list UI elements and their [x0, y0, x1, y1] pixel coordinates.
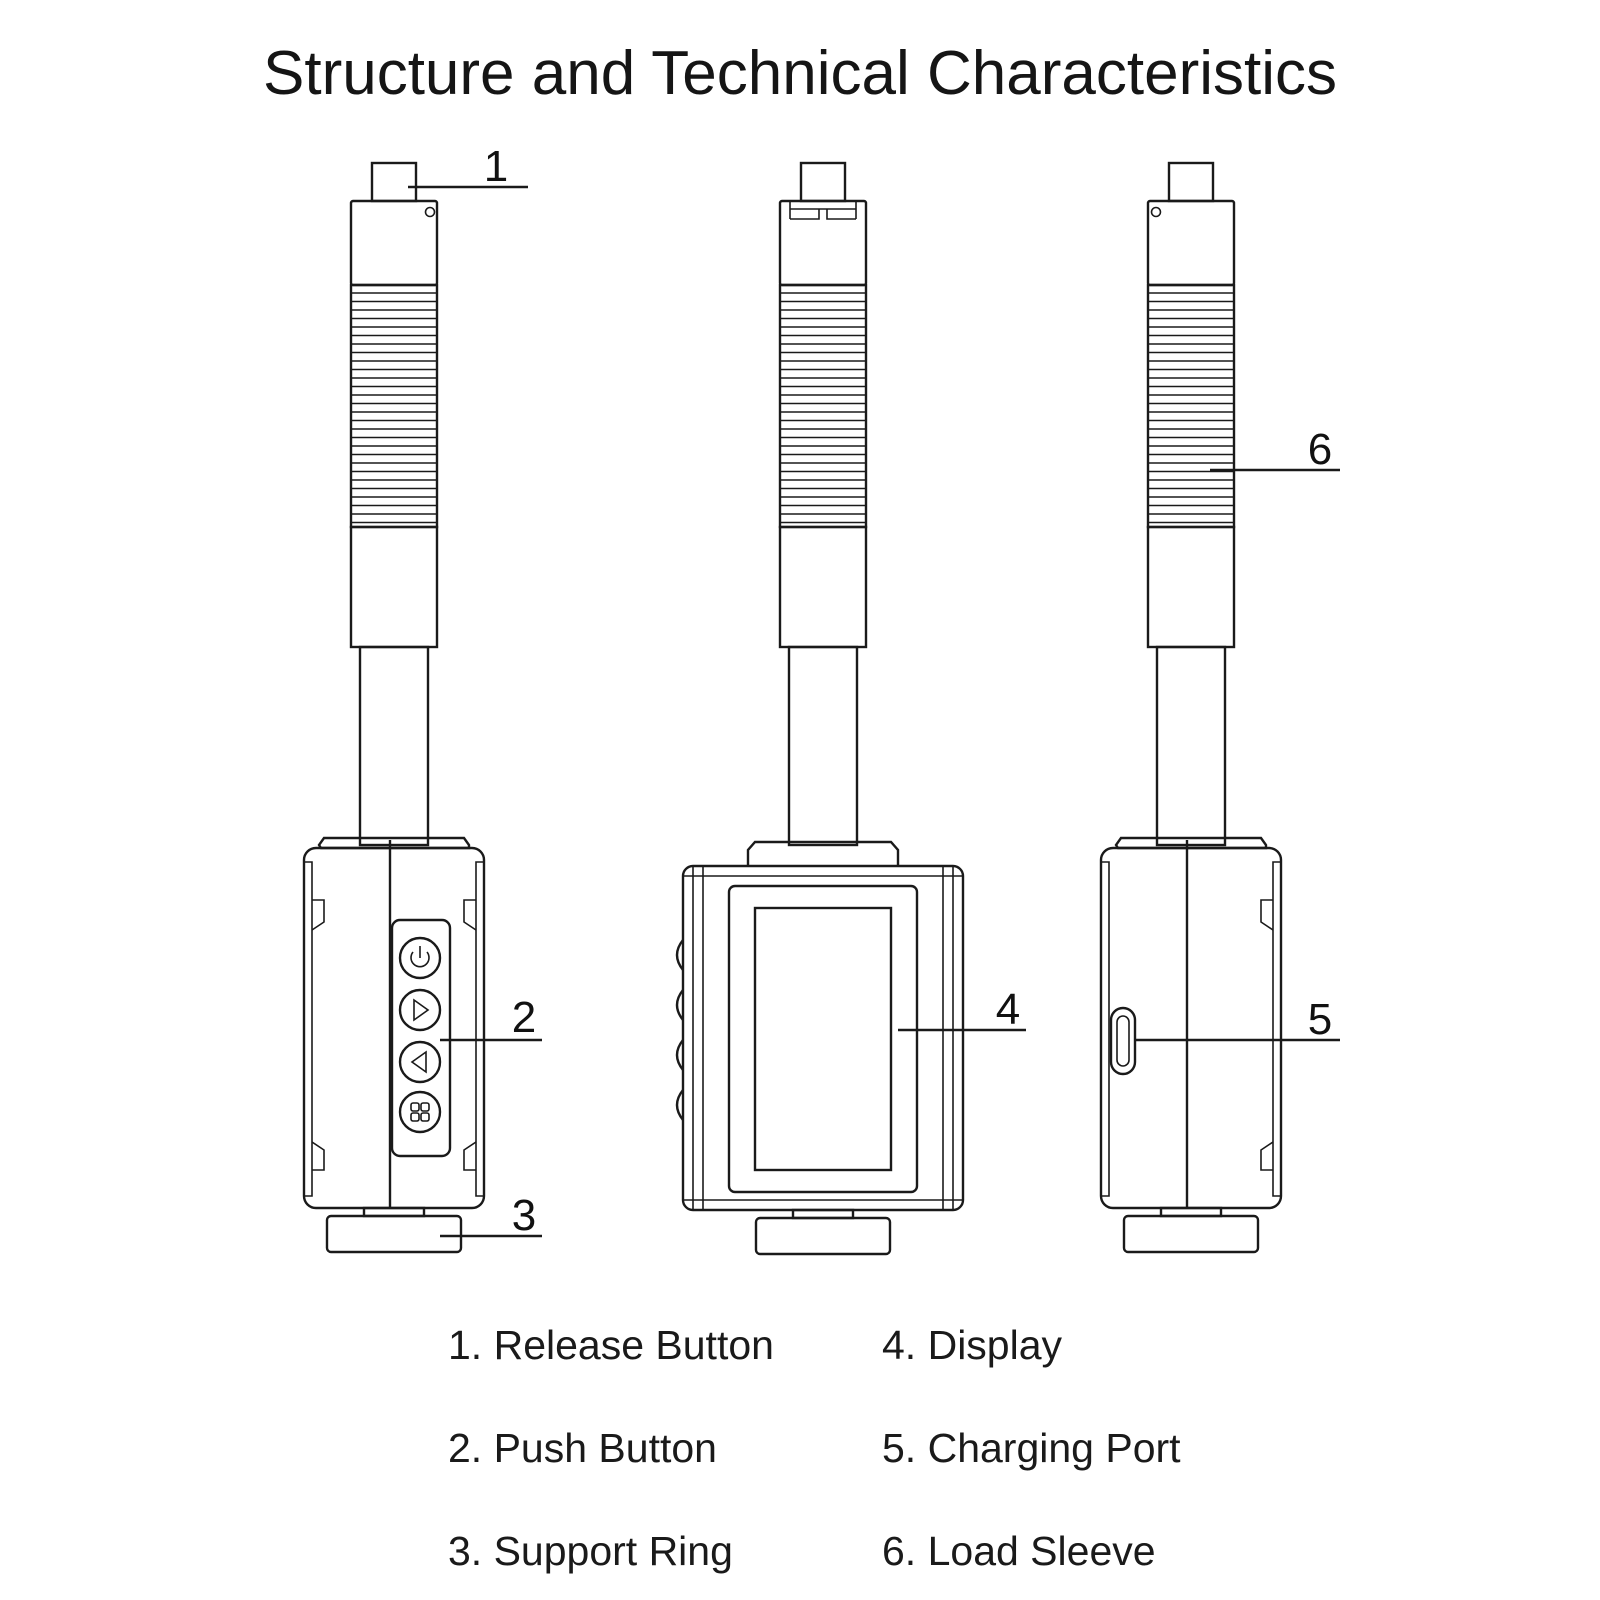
callout-1: 1 — [408, 142, 528, 191]
menu-grid-icon[interactable] — [398, 1090, 442, 1134]
callout-3: 3 — [440, 1191, 542, 1240]
right-view — [1099, 161, 1283, 1254]
svg-text:1: 1 — [484, 142, 508, 191]
svg-text:2: 2 — [512, 993, 536, 1042]
play-left-icon[interactable] — [398, 1040, 442, 1084]
legend-item-3: 3. Support Ring — [448, 1528, 733, 1574]
legend-item-4: 4. Display — [882, 1322, 1063, 1368]
left-view — [302, 161, 486, 1254]
spring-coils-left — [351, 292, 437, 524]
usb-c-port-icon — [1109, 1006, 1137, 1076]
svg-text:6: 6 — [1308, 425, 1332, 474]
callout-2: 2 — [440, 993, 542, 1042]
play-right-icon[interactable] — [398, 988, 442, 1032]
middle-view — [675, 161, 965, 1256]
svg-text:5: 5 — [1308, 995, 1332, 1044]
callout-5: 5 — [1135, 995, 1340, 1044]
spring-coils-right — [1148, 292, 1234, 524]
legend-item-6: 6. Load Sleeve — [882, 1528, 1156, 1574]
callout-4: 4 — [898, 985, 1026, 1034]
legend-item-1: 1. Release Button — [448, 1322, 774, 1368]
spring-coils-middle — [780, 292, 866, 524]
callout-6: 6 — [1210, 425, 1340, 474]
svg-text:4: 4 — [996, 985, 1020, 1034]
svg-text:3: 3 — [512, 1191, 536, 1240]
legend-item-2: 2. Push Button — [448, 1425, 717, 1471]
page-title: Structure and Technical Characteristics — [262, 39, 1337, 108]
power-icon[interactable] — [398, 936, 442, 980]
legend-item-5: 5. Charging Port — [882, 1425, 1181, 1471]
